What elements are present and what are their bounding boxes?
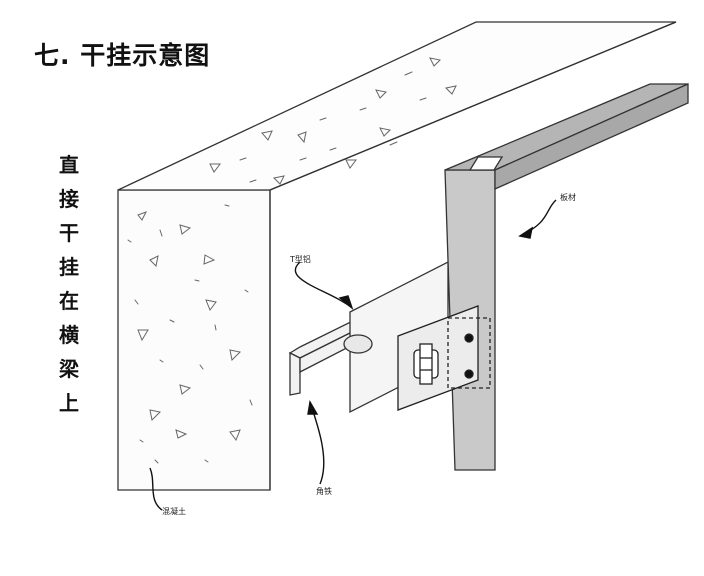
concrete-aggregate	[127, 57, 457, 464]
caption-char: 横	[59, 323, 79, 347]
caption-char: 接	[59, 187, 79, 211]
vertical-caption: 直 接 干 挂 在 横 梁 上	[56, 148, 82, 420]
caption-char: 上	[59, 391, 79, 415]
leader-arrows	[149, 199, 557, 511]
caption-char: 直	[59, 153, 79, 177]
t-connector-label: T型铝	[289, 254, 311, 264]
concrete-beam	[117, 21, 677, 491]
caption-char: 在	[59, 289, 79, 313]
caption-char: 挂	[59, 255, 79, 279]
stone-panel	[444, 82, 689, 471]
caption-char: 干	[59, 221, 79, 245]
angle-iron-label: 角铁	[316, 486, 332, 496]
diagram-title: 七. 干挂示意图	[34, 41, 211, 70]
concrete-label: 混凝土	[162, 506, 186, 516]
panel-label: 板材	[560, 192, 576, 202]
caption-char: 梁	[59, 357, 79, 381]
bracket	[397, 305, 491, 411]
